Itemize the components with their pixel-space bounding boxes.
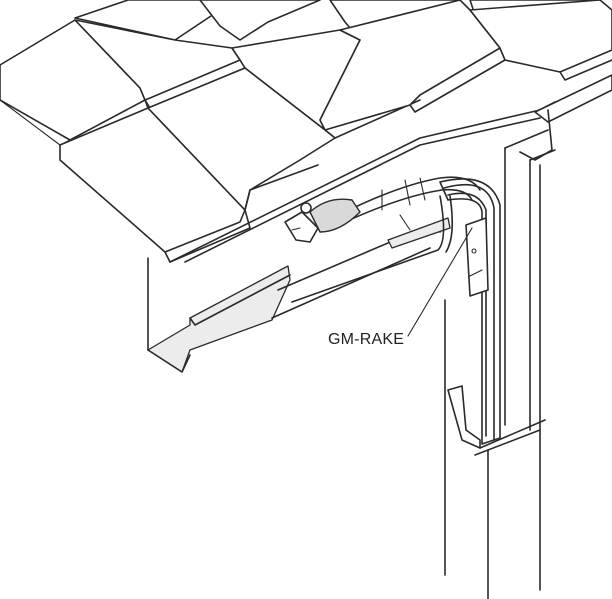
roof-tile xyxy=(74,19,241,101)
roof-tiles xyxy=(0,0,612,263)
callout-label: GM-RAKE xyxy=(328,331,405,348)
cable xyxy=(291,176,481,303)
fascia-board xyxy=(169,74,612,263)
gutter xyxy=(147,217,451,373)
roof-tile xyxy=(469,0,612,73)
connector-plug xyxy=(284,198,361,243)
roof-tile xyxy=(199,0,321,41)
rake-bracket xyxy=(439,178,501,449)
roof-tile xyxy=(319,0,501,131)
wall-corner xyxy=(444,129,556,599)
callout-leader xyxy=(407,227,473,337)
